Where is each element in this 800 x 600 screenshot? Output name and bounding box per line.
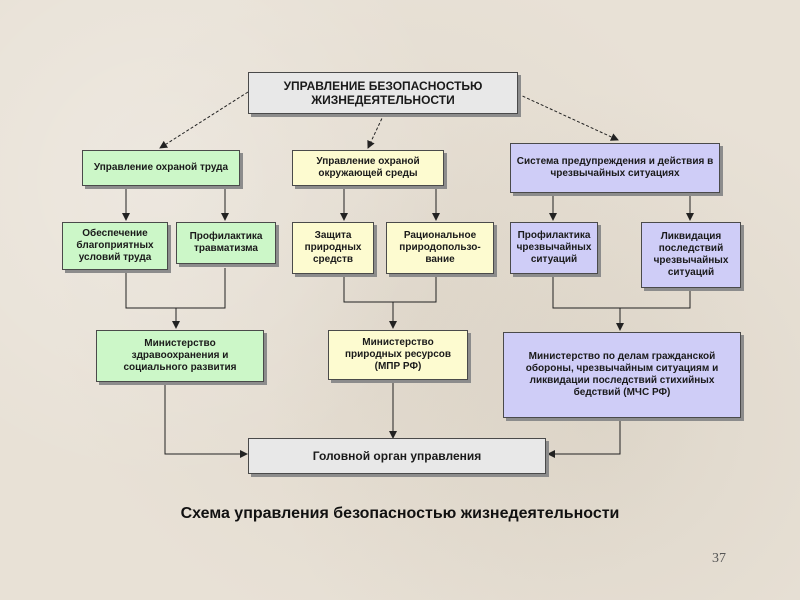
connector-env-merge bbox=[343, 275, 437, 303]
work-conditions-box: Обеспечение благоприятных условий труда bbox=[62, 222, 168, 270]
ministry-emergency-box: Министерство по делам гражданской оборон… bbox=[503, 332, 741, 418]
page-number: 37 bbox=[712, 551, 726, 566]
connector-root-to-environment bbox=[367, 113, 385, 149]
connector-health-to-head bbox=[164, 382, 248, 458]
connector-mchs-to-head bbox=[547, 420, 621, 458]
labor-protection-box: Управление охраной труда bbox=[82, 150, 240, 186]
emergency-prevention-box: Профилактика чрезвычайных ситуаций bbox=[510, 222, 598, 274]
head-organ-box: Головной орган управления bbox=[248, 438, 546, 474]
connector-root-to-emergency bbox=[517, 93, 619, 141]
diagram-caption: Схема управления безопасностью жизнедеят… bbox=[180, 505, 620, 522]
ministry-resources-box: Министерство природных ресурсов (МПР РФ) bbox=[328, 330, 468, 380]
injury-prevention-box: Профилактика травматизма bbox=[176, 222, 276, 264]
connector-labor-merge bbox=[125, 268, 226, 309]
ministry-health-box: Министерство здравоохранения и социально… bbox=[96, 330, 264, 382]
connector-emergency-merge bbox=[552, 275, 691, 309]
emergency-system-box: Система предупреждения и действия в чрез… bbox=[510, 143, 720, 193]
environment-protection-box: Управление охраной окружающей среды bbox=[292, 150, 444, 186]
connector-root-to-labor bbox=[159, 91, 249, 149]
emergency-liquidation-box: Ликвидация последствий чрезвычайных ситу… bbox=[641, 222, 741, 288]
nature-protection-box: Защита природных средств bbox=[292, 222, 374, 274]
rational-use-box: Рациональное природопользо-вание bbox=[386, 222, 494, 274]
root-box: УПРАВЛЕНИЕ БЕЗОПАСНОСТЬЮ ЖИЗНЕДЕЯТЕЛЬНОС… bbox=[248, 72, 518, 114]
